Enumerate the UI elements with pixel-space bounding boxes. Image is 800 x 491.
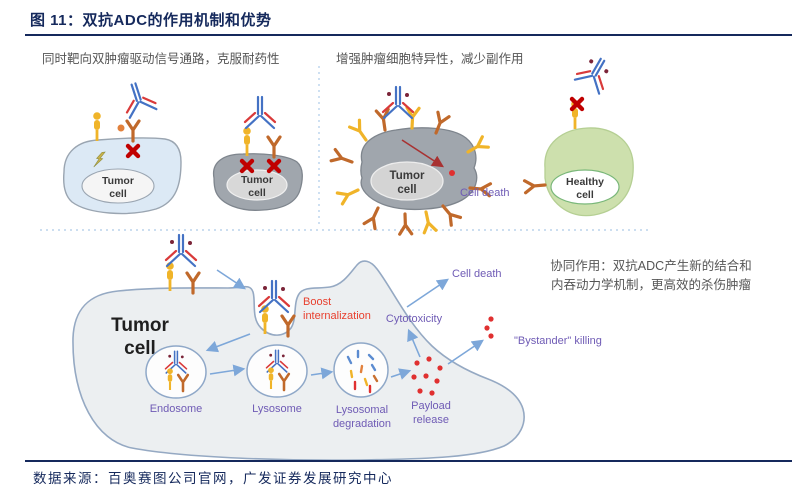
ligand-dot-icon: [117, 124, 125, 132]
payload-release-label-line1: Payload: [411, 400, 451, 412]
tumor-cell-3-nucleus: [370, 161, 444, 201]
big-tumor-label-line1: Tumor: [111, 315, 169, 336]
panel-caption-right: 增强肿瘤细胞特异性，减少副作用: [336, 52, 524, 66]
lysosome-vesicle: [246, 344, 308, 398]
boost-label-line1: Boost: [303, 296, 331, 308]
receptor-icon: [329, 147, 356, 170]
lysosomal-degradation-label-line2: degradation: [333, 418, 391, 430]
receptor-icon: [91, 110, 103, 143]
bystander-label: "Bystander" killing: [514, 335, 602, 347]
panel-dual-targeting: Tumor cell Tumor cell: [63, 78, 303, 215]
tumor-cell-2-label-line1: Tumor: [241, 174, 273, 186]
bispecific-antibody-icon: [383, 87, 413, 118]
tumor-cell-1-label-line2: cell: [109, 188, 127, 200]
receptor-icon: [418, 209, 438, 235]
bispecific-antibody-icon: [166, 235, 196, 266]
cell-death-top-label: Cell death: [460, 187, 510, 199]
synergy-line1: 协同作用：双抗ADC产生新的结合和: [550, 259, 752, 273]
cytotoxicity-label: Cytotoxicity: [386, 313, 443, 325]
tumor-cell-3-label-line1: Tumor: [390, 170, 425, 182]
bystander-dots-icon: [484, 316, 494, 339]
payload-dots-icon: [411, 356, 443, 396]
endosome-label: Endosome: [150, 403, 203, 415]
boost-label-line2: internalization: [303, 310, 371, 322]
bispecific-antibody-icon: [574, 52, 615, 94]
source-note: 数据来源：百奥赛图公司官网，广发证券发展研究中心: [33, 471, 393, 486]
panel-internalization: Tumor cell Boost internalization Endosom…: [72, 235, 602, 461]
bispecific-antibody-icon: [243, 95, 277, 130]
healthy-cell-label-line2: cell: [576, 189, 594, 201]
lysosome-label: Lysosome: [252, 403, 302, 415]
big-tumor-label-line2: cell: [124, 338, 156, 359]
cell-death-arrow: [401, 139, 445, 168]
bispecific-antibody-icon: [259, 281, 289, 312]
tumor-cell-2-label-line2: cell: [248, 187, 266, 199]
healthy-cell-nucleus: [550, 169, 620, 205]
receptor-icon: [362, 203, 386, 231]
receptor-icon: [241, 125, 253, 158]
figure-title: 图 11：双抗ADC的作用机制和优势: [30, 12, 272, 29]
payload-release-label-line2: release: [413, 414, 449, 426]
synergy-line2: 内吞动力学机制，更高效的杀伤肿瘤: [550, 278, 751, 293]
receptor-icon: [397, 212, 414, 236]
bispecific-antibody-icon: [118, 78, 159, 120]
receptor-icon: [335, 182, 363, 206]
tumor-cell-1-nucleus: [81, 168, 155, 204]
endosome-vesicle: [145, 345, 207, 399]
receptor-icon: [348, 118, 373, 146]
panel-specificity: Tumor cell Cell death Healthy cell: [329, 52, 634, 236]
footer-divider: [25, 460, 792, 462]
degraded-fragments-icon: [346, 349, 379, 394]
panel-caption-left: 同时靶向双肿瘤驱动信号通路，克服耐药性: [42, 52, 280, 66]
death-dot-icon: [449, 170, 455, 176]
title-divider: [25, 34, 792, 36]
cell-death-bottom-label: Cell death: [452, 268, 502, 280]
flow-arrows: [205, 269, 484, 380]
lysosomal-degradation-label-line1: Lysosomal: [336, 404, 388, 416]
tumor-cell-1-label-line1: Tumor: [102, 175, 134, 187]
tumor-cell-3-label-line2: cell: [397, 184, 416, 196]
healthy-cell-label-line1: Healthy: [566, 176, 604, 188]
receptor-icon: [522, 177, 548, 195]
tumor-cell-2-nucleus: [226, 169, 288, 201]
synergy-note: 协同作用：双抗ADC产生新的结合和 内吞动力学机制，更高效的杀伤肿瘤: [512, 257, 790, 296]
